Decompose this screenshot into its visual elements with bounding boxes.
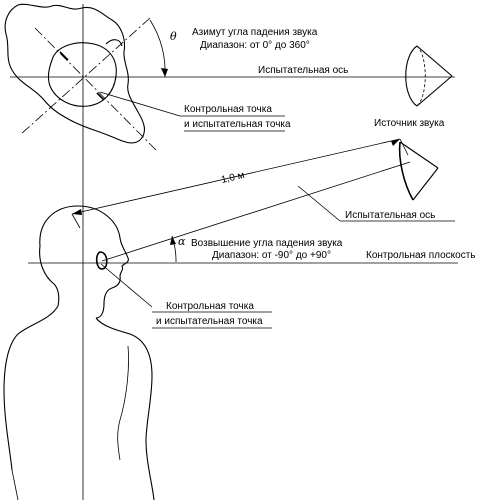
- test-axis-bottom-label: Испытательная ось: [345, 210, 435, 221]
- top-right-ear-mark: [96, 92, 105, 101]
- ref-point-bottom-leader: [100, 263, 153, 308]
- ref-point-top-leader: [99, 91, 181, 117]
- top-nose: [105, 39, 123, 47]
- alpha-symbol: α: [178, 235, 186, 248]
- ref-point-bottom-line1: Контрольная точка: [166, 301, 254, 312]
- extension-line-right: [399, 138, 409, 156]
- inclined-test-axis: [101, 161, 411, 262]
- person-ear: [95, 251, 108, 270]
- top-view: θ Азимут угла падения звука Диапазон: от…: [4, 3, 455, 500]
- rotated-axis-1: [34, 27, 159, 153]
- side-sound-source-cone: [398, 141, 439, 201]
- azimuth-label-line2: Диапазон: от 0° до 360°: [200, 40, 310, 51]
- extension-line-left: [71, 213, 81, 229]
- person-shoulder-left: [3, 305, 59, 471]
- test-axis-top-label: Испытательная ось: [258, 65, 348, 76]
- test-axis-bottom-leader: [297, 185, 341, 222]
- side-view: Контрольная плоскость 1,0 м Испытательна…: [3, 138, 475, 501]
- elevation-label-line2: Диапазон: от -90° до +90°: [212, 250, 331, 261]
- top-sound-source-cone: [405, 45, 453, 107]
- person-head-outline: [39, 205, 129, 319]
- person-body-contour: [11, 469, 19, 501]
- ref-point-bottom-line2: и испытательная точка: [156, 316, 263, 327]
- azimuth-arrowhead: [161, 68, 168, 77]
- theta-symbol: θ: [170, 30, 177, 43]
- sound-source-label: Источник звука: [374, 118, 445, 129]
- rotated-axis-2: [19, 17, 151, 136]
- distance-label: 1,0 м: [220, 170, 246, 186]
- person-shoulder-right: [95, 317, 155, 501]
- top-head-hair-outline: [4, 3, 146, 144]
- top-head-circle: [47, 42, 117, 107]
- person-back-of-head: [39, 245, 60, 307]
- elevation-arrowhead: [170, 236, 176, 245]
- top-left-ear-mark: [59, 51, 69, 61]
- reference-plane-label: Контрольная плоскость: [366, 250, 475, 261]
- ref-point-top-line1: Контрольная точка: [184, 104, 272, 115]
- distance-dimension-line: [71, 138, 401, 215]
- elevation-label-line1: Возвышение угла падения звука: [191, 238, 343, 249]
- azimuth-label-line1: Азимут угла падения звука: [192, 27, 318, 38]
- distance-arrowhead-right: [391, 139, 400, 146]
- ref-point-top-line2: и испытательная точка: [184, 119, 291, 130]
- distance-arrowhead-left: [72, 209, 82, 215]
- person-arm-contour: [117, 345, 129, 461]
